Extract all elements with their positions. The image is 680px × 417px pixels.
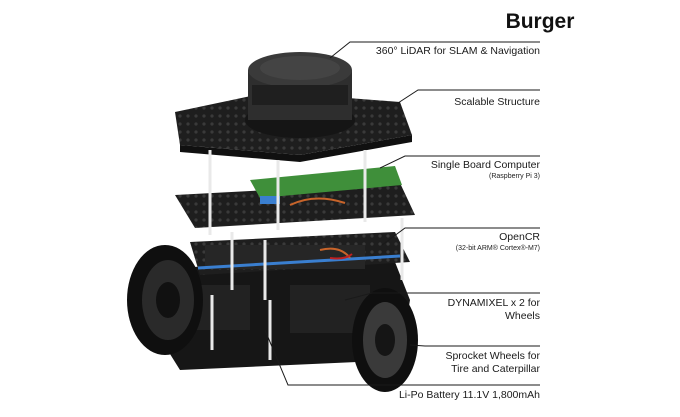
label-structure: Scalable Structure	[420, 96, 540, 109]
label-sbc-subtext: (Raspberry Pi 3)	[489, 173, 540, 180]
label-battery-text: Li-Po Battery 11.1V 1,800mAh	[398, 389, 540, 401]
leader-dynamixel	[344, 292, 540, 301]
standoff-pillars	[208, 150, 404, 360]
right-wheel	[352, 288, 418, 392]
leader-battery	[264, 329, 540, 386]
label-wheels-line2: Tire and Caterpillar	[451, 363, 540, 375]
usb-blue-part	[260, 196, 280, 204]
label-opencr-text: OpenCR	[499, 231, 540, 243]
label-sbc-text: Single Board Computer	[430, 159, 540, 171]
label-dynamixel: DYNAMIXEL x 2 for Wheels	[420, 297, 540, 323]
label-sbc: Single Board Computer (Raspberry Pi 3)	[410, 159, 540, 181]
plate-layer-2	[175, 183, 415, 228]
label-dynamixel-line1: DYNAMIXEL x 2 for	[447, 297, 540, 309]
diagram-title: Burger	[505, 10, 575, 33]
opencr-wire-red	[329, 253, 353, 260]
sbc-wire	[289, 197, 346, 206]
plate-top-edge	[180, 135, 412, 162]
leader-lidar	[329, 41, 540, 59]
lidar-sensor	[245, 52, 355, 138]
label-lidar-text: 360° LiDAR for SLAM & Navigation	[375, 45, 540, 57]
label-opencr-subtext: (32-bit ARM® Cortex®-M7)	[455, 245, 540, 252]
label-structure-text: Scalable Structure	[454, 96, 540, 108]
label-dynamixel-line2: Wheels	[504, 310, 540, 322]
leader-wheels	[409, 344, 540, 347]
label-opencr: OpenCR (32-bit ARM® Cortex®-M7)	[410, 231, 540, 253]
label-wheels: Sprocket Wheels for Tire and Caterpillar	[420, 350, 540, 376]
label-wheels-line1: Sprocket Wheels for	[445, 350, 540, 362]
left-wheel	[127, 245, 203, 355]
label-battery: Li-Po Battery 11.1V 1,800mAh	[370, 389, 540, 402]
label-lidar: 360° LiDAR for SLAM & Navigation	[360, 45, 540, 58]
leader-sbc	[379, 155, 540, 169]
leader-opencr	[381, 227, 540, 246]
leader-structure	[397, 89, 540, 104]
